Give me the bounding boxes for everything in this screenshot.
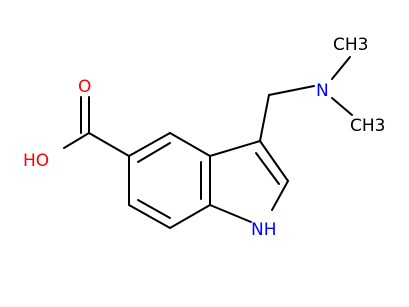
carboxylic-acid-group [63, 96, 130, 157]
bond [169, 132, 211, 157]
pyrrole-ring [209, 140, 289, 223]
bond [259, 140, 289, 182]
bond [169, 204, 211, 229]
bond [88, 132, 130, 157]
double-bond-inner [137, 142, 171, 163]
bond [331, 97, 353, 116]
bond [63, 132, 90, 149]
methyl-top-label: CH3 [333, 35, 368, 55]
carbonyl-oxygen-label: O [78, 77, 91, 97]
methyl-bottom-label: CH3 [350, 116, 385, 136]
hydroxyl-label: HO [23, 151, 49, 171]
double-bond-inner [137, 199, 171, 219]
benzene-ring [128, 132, 211, 229]
bond [268, 85, 315, 96]
bond [271, 180, 289, 211]
bond [128, 204, 171, 229]
bond [209, 204, 252, 223]
bond [331, 56, 351, 80]
indole-nh-label: NH [251, 220, 277, 240]
double-bond-inner [255, 152, 280, 185]
bond [259, 94, 270, 142]
amine-nitrogen-label: N [316, 81, 329, 101]
bond [128, 132, 171, 157]
dimethylaminomethyl-group [259, 56, 353, 142]
bond [209, 140, 261, 157]
